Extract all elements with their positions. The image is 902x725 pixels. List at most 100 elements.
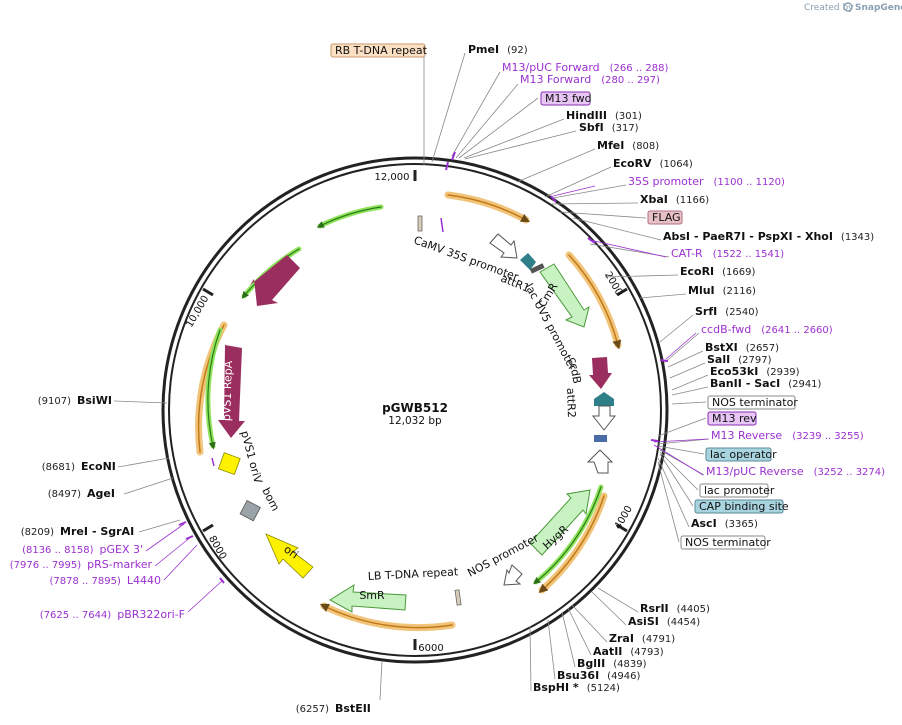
feature-box-label[interactable]: CAP binding site xyxy=(694,499,789,514)
site-name: - XhoI xyxy=(797,230,833,243)
restriction-site[interactable]: RsrII(4405) xyxy=(640,602,710,615)
restriction-site[interactable]: BstXI(2657) xyxy=(705,341,779,354)
site-position: (5124) xyxy=(587,683,620,694)
site-name: BspHI * xyxy=(533,681,579,694)
feature-label[interactable]: pVS1 oriV xyxy=(238,429,265,485)
primer-label[interactable]: pRS-marker(7976 .. 7995) xyxy=(10,558,153,571)
feature-box-label[interactable]: NOS terminator xyxy=(707,395,798,410)
restriction-site[interactable]: XbaI(1166) xyxy=(640,193,709,206)
primer-label[interactable]: CAT-R (1522 .. 1541) xyxy=(671,247,784,260)
outer-feature-arcs xyxy=(195,191,622,632)
primer-position: (3252 .. 3274) xyxy=(814,467,886,478)
restriction-site[interactable]: Bsu36I(4946) xyxy=(557,669,641,682)
restriction-site[interactable]: SalI(2797) xyxy=(707,353,772,366)
primer-name: M13 Reverse xyxy=(711,429,782,442)
feature-label[interactable]: bom xyxy=(259,485,282,513)
feature-box-label[interactable]: M13 rev xyxy=(707,411,757,426)
primer-name: L4440 xyxy=(127,574,161,587)
primer-label[interactable]: M13/pUC Reverse (3252 .. 3274) xyxy=(706,465,885,478)
primer-position: (1522 .. 1541) xyxy=(713,249,785,260)
restriction-site[interactable]: AscI(3365) xyxy=(691,517,758,530)
primer-name: CAT-R xyxy=(671,247,703,260)
site-position: (2116) xyxy=(723,286,756,297)
primer-label[interactable]: M13 Forward(280 .. 297) xyxy=(520,73,660,86)
site-position: (4791) xyxy=(642,634,675,645)
restriction-site[interactable]: SbfI(317) xyxy=(579,121,639,134)
restriction-site[interactable]: (9107)BsiWI xyxy=(38,394,112,407)
restriction-site[interactable]: BglII(4839) xyxy=(577,657,647,670)
feature-label[interactable]: NOS promoter xyxy=(465,531,541,580)
site-name: AbsI xyxy=(663,230,690,243)
restriction-site[interactable]: BspHI * (5124) xyxy=(533,681,620,694)
feature-arrow-label[interactable]: SmR xyxy=(359,589,385,602)
site-name: MfeI xyxy=(597,139,624,152)
primer-label[interactable]: pGEX 3'(8136 .. 8158) xyxy=(22,543,143,556)
primer-name: M13/pUC Reverse xyxy=(706,465,804,478)
site-position: (1669) xyxy=(722,267,755,278)
site-name: BstEII xyxy=(335,702,371,715)
feature-box-text: CAP binding site xyxy=(699,500,789,513)
site-position: (4839) xyxy=(613,659,646,670)
site-name: Eco53kI xyxy=(710,365,758,378)
site-position: (8209) xyxy=(21,527,54,538)
feature-box-label[interactable]: NOS terminator xyxy=(680,535,771,550)
site-name: EcoRI xyxy=(680,265,714,278)
feature-box-text: RB T-DNA repeat xyxy=(335,44,428,57)
feature-box-label[interactable]: lac promoter xyxy=(699,483,775,498)
site-position: (9107) xyxy=(38,396,71,407)
restriction-site[interactable]: AsiSI(4454) xyxy=(628,615,700,628)
restriction-site[interactable]: SrfI(2540) xyxy=(695,305,759,318)
restriction-site[interactable]: EcoRI (1669) xyxy=(680,265,756,278)
restriction-site[interactable]: (8681)EcoNI xyxy=(42,460,116,473)
primer-name: pRS-marker xyxy=(87,558,152,571)
feature-box-text: lac promoter xyxy=(704,484,775,497)
backbone-ring xyxy=(161,156,669,664)
primer-label[interactable]: 35S promoter(1100 .. 1120) xyxy=(628,175,785,188)
restriction-site[interactable]: AatII(4793) xyxy=(593,645,664,658)
feature-box-label[interactable]: M13 fwd xyxy=(540,91,592,106)
feature-box-text: NOS terminator xyxy=(712,396,798,409)
site-name: Bsu36I xyxy=(557,669,599,682)
feature-label[interactable]: LB T-DNA repeat xyxy=(367,565,459,583)
feature-box-text: FLAG xyxy=(652,211,681,224)
primer-name: pBR322ori-F xyxy=(117,608,185,621)
restriction-site[interactable]: MfeI(808) xyxy=(597,139,659,152)
primer-label[interactable]: M13 Reverse (3239 .. 3255) xyxy=(711,429,864,442)
restriction-site[interactable]: MluI (2116) xyxy=(688,284,756,297)
primer-label[interactable]: ccdB-fwd(2641 .. 2660) xyxy=(701,323,833,336)
primer-name: M13/pUC Forward xyxy=(502,61,600,74)
site-position: (1064) xyxy=(660,159,693,170)
primer-label[interactable]: M13/pUC Forward(266 .. 288) xyxy=(502,61,668,74)
feature-label[interactable]: ccdB xyxy=(566,356,583,384)
feature-label[interactable]: attR2 xyxy=(564,388,578,418)
site-position: (4405) xyxy=(677,604,710,615)
site-position: (4793) xyxy=(630,647,663,658)
feature-box-label[interactable]: FLAG xyxy=(647,210,683,225)
restriction-site[interactable]: ZraI(4791) xyxy=(609,632,675,645)
primer-label[interactable]: L4440(7878 .. 7895) xyxy=(49,574,161,587)
feature-box-text: lac operator xyxy=(710,448,777,461)
site-name: - SgrAI xyxy=(92,525,134,538)
site-name: MluI xyxy=(688,284,715,297)
primer-position: (280 .. 297) xyxy=(601,75,660,86)
feature-box-text: M13 rev xyxy=(712,412,757,425)
restriction-site[interactable]: Eco53kI(2939) xyxy=(710,365,800,378)
primer-leader-lines-left xyxy=(145,523,224,613)
restriction-site[interactable]: EcoRV(1064) xyxy=(613,157,693,170)
restriction-site[interactable]: (8497)AgeI xyxy=(48,487,115,500)
restriction-site[interactable]: (6257)BstEII xyxy=(296,702,371,715)
restriction-site[interactable]: HindIII(301) xyxy=(566,109,642,122)
site-name: MreI xyxy=(60,525,88,538)
site-position: (317) xyxy=(612,123,639,134)
feature-box-label[interactable]: lac operator xyxy=(705,447,777,462)
site-name: PmeI xyxy=(468,43,499,56)
restriction-site-group[interactable]: BanII - SacI(2941) xyxy=(710,377,822,390)
feature-box-label[interactable]: RB T-DNA repeat xyxy=(330,43,428,58)
restriction-site-group[interactable]: (8209) MreI - SgrAI xyxy=(21,525,134,538)
primer-label[interactable]: pBR322ori-F(7625 .. 7644) xyxy=(40,608,185,621)
restriction-site-group[interactable]: AbsI - PaeR7I - PspXI - XhoI(1343) xyxy=(663,230,874,243)
restriction-site[interactable]: PmeI(92) xyxy=(468,43,528,56)
primer-position: (3239 .. 3255) xyxy=(792,431,864,442)
feature-arrow-label[interactable]: pVS1 RepA xyxy=(220,360,235,421)
